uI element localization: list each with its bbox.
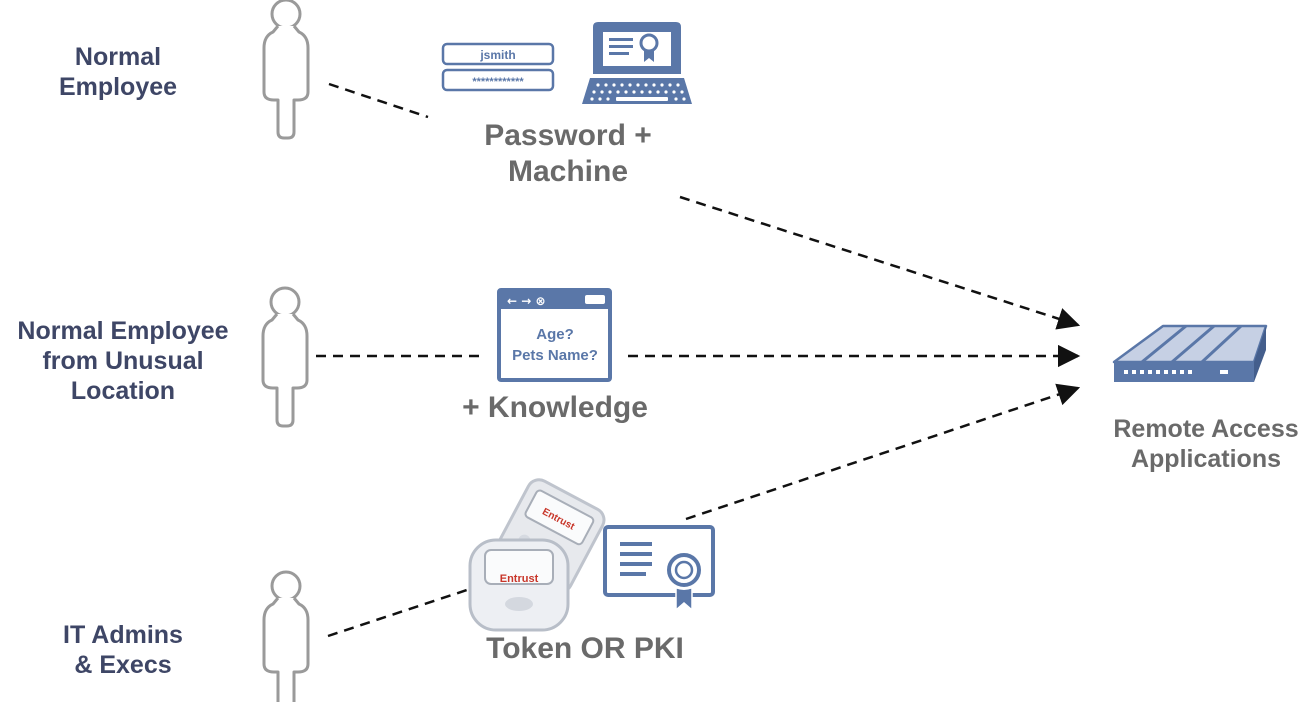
person-icon — [262, 570, 310, 702]
user-label-normal-employee: Normal Employee — [43, 42, 193, 102]
destination-label-line: Remote Access — [1113, 415, 1299, 443]
user-label-line: Normal — [74, 43, 162, 71]
person-icon — [261, 286, 309, 428]
person-icon — [262, 0, 310, 140]
laptop-icon — [582, 22, 692, 104]
username-value: jsmith — [479, 48, 515, 62]
user-label-unusual-location: Normal Employee from Unusual Location — [0, 316, 246, 406]
window-controls: ← → ⊗ — [507, 294, 546, 308]
user-label-line: Normal Employee — [17, 317, 229, 345]
user-label-line: IT Admins — [63, 621, 183, 649]
factor-label-knowledge: + Knowledge — [462, 391, 648, 424]
token-brand: Entrust — [500, 573, 539, 585]
connector-arrow — [679, 195, 1081, 330]
certificate-icon — [603, 525, 715, 612]
knowledge-window-icon: ← → ⊗ Age? Pets Name? — [497, 288, 612, 382]
user-label-line: Employee — [58, 73, 178, 101]
factor-label-line: Password + — [484, 119, 652, 152]
factor-label-line: Machine — [507, 155, 629, 188]
user-label-line: from Unusual — [42, 347, 204, 375]
remote-access-appliance-icon — [1112, 324, 1268, 382]
connector-arrow — [685, 383, 1081, 521]
connector-line — [327, 587, 471, 638]
user-label-line: Location — [70, 377, 176, 405]
knowledge-question-1: Age? — [536, 326, 574, 343]
destination-label: Remote Access Applications — [1100, 414, 1312, 474]
hardware-token-front: Entrust — [468, 538, 570, 632]
user-label-line: & Execs — [74, 651, 172, 679]
user-label-it-admins: IT Admins & Execs — [38, 620, 208, 680]
destination-label-line: Applications — [1130, 445, 1281, 473]
password-value: ************ — [472, 76, 524, 88]
knowledge-question-2: Pets Name? — [512, 347, 598, 364]
factor-label-password-machine: Password + Machine — [440, 118, 696, 190]
connector-line — [328, 82, 429, 119]
factor-label-token-pki: Token OR PKI — [486, 632, 684, 665]
password-field — [441, 68, 555, 92]
login-form-icon: jsmith ************ — [441, 42, 555, 92]
username-field — [441, 42, 555, 66]
